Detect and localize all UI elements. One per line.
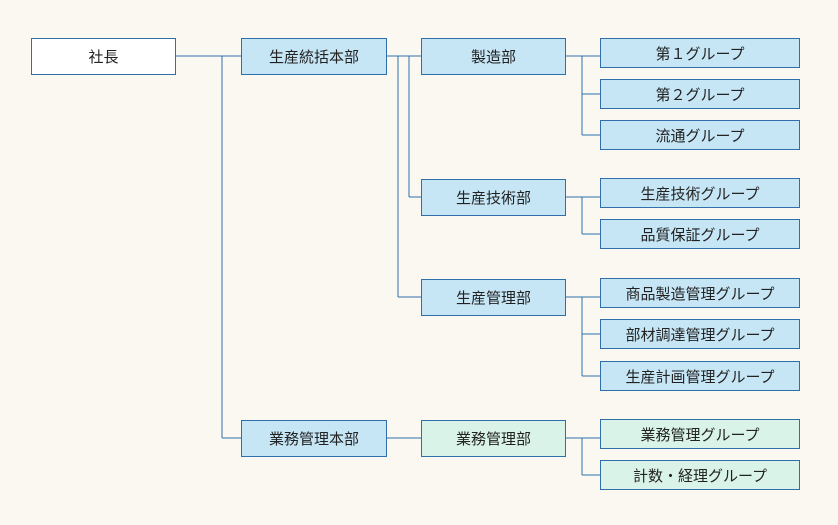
group-label: 品質保証グループ xyxy=(640,225,760,244)
business-hq-label: 業務管理本部 xyxy=(268,430,359,448)
production-hq-label: 生産統括本部 xyxy=(268,48,359,66)
group-box: 品質保証グループ xyxy=(600,219,800,249)
production-tech-dept-label: 生産技術部 xyxy=(455,189,531,207)
group-label: 第１グループ xyxy=(655,44,745,63)
president-label: 社長 xyxy=(88,48,119,66)
production-mgmt-dept-label: 生産管理部 xyxy=(455,289,531,307)
group-box: 計数・経理グループ xyxy=(600,460,800,490)
group-box: 第２グループ xyxy=(600,79,800,109)
group-label: 生産技術グループ xyxy=(640,184,760,203)
group-box: 部材調達管理グループ xyxy=(600,319,800,349)
group-label: 部材調達管理グループ xyxy=(625,325,775,344)
production-mgmt-dept-box: 生産管理部 xyxy=(421,279,566,316)
group-box: 流通グループ xyxy=(600,120,800,150)
business-hq-box: 業務管理本部 xyxy=(241,420,387,457)
business-mgmt-dept-label: 業務管理部 xyxy=(455,430,531,448)
production-tech-dept-box: 生産技術部 xyxy=(421,179,566,216)
group-label: 流通グループ xyxy=(655,126,745,145)
group-label: 商品製造管理グループ xyxy=(625,284,775,303)
group-box: 商品製造管理グループ xyxy=(600,278,800,308)
group-box: 業務管理グループ xyxy=(600,419,800,449)
group-label: 第２グループ xyxy=(655,85,745,104)
group-box: 第１グループ xyxy=(600,38,800,68)
group-box: 生産計画管理グループ xyxy=(600,361,800,391)
group-label: 計数・経理グループ xyxy=(632,466,768,485)
group-box: 生産技術グループ xyxy=(600,178,800,208)
group-label: 業務管理グループ xyxy=(640,425,760,444)
president-box: 社長 xyxy=(31,38,176,75)
manufacturing-dept-box: 製造部 xyxy=(421,38,566,75)
business-mgmt-dept-box: 業務管理部 xyxy=(421,420,566,457)
group-label: 生産計画管理グループ xyxy=(625,367,775,386)
production-hq-box: 生産統括本部 xyxy=(241,38,387,75)
manufacturing-dept-label: 製造部 xyxy=(470,48,516,66)
